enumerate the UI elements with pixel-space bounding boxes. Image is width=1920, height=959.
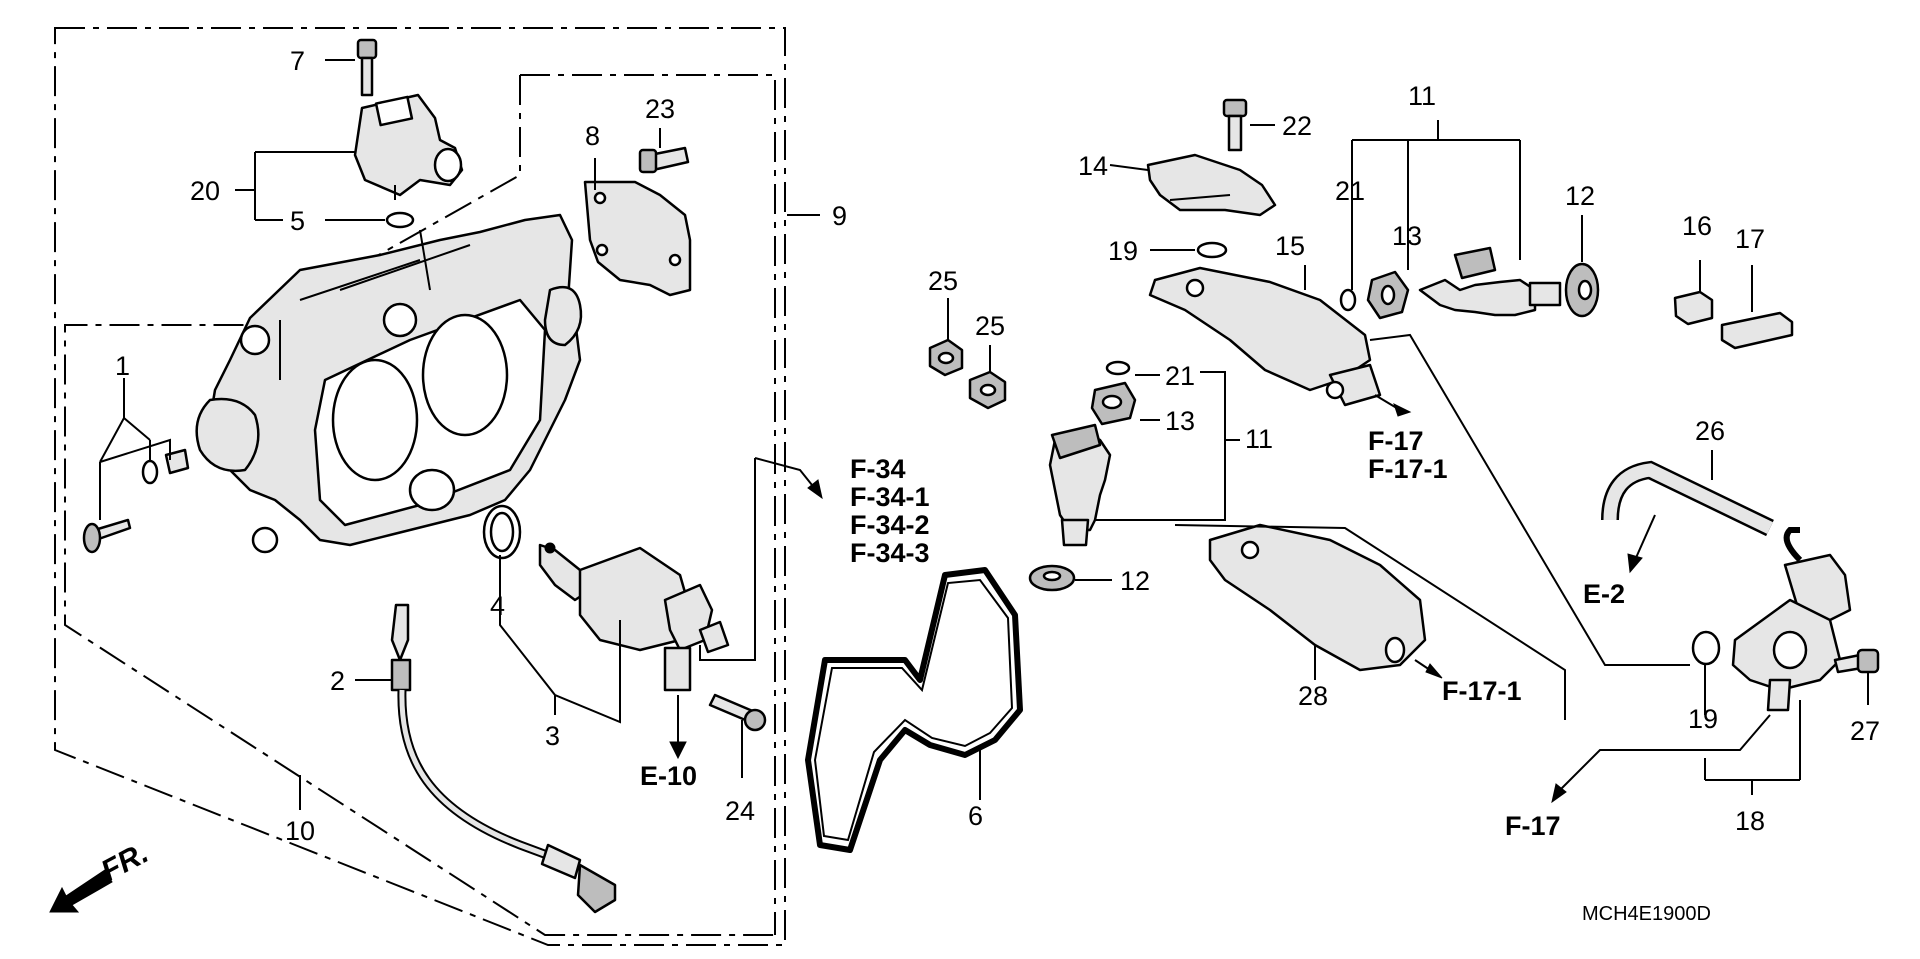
callout-10: 10 (285, 816, 315, 846)
injector-11b (1048, 423, 1112, 547)
ref-f34-1: F-34-1 (850, 482, 930, 512)
cushion-12a (1564, 262, 1600, 318)
nut-25a (928, 338, 964, 377)
callout-9: 9 (832, 201, 847, 231)
iacv-3 (538, 542, 730, 692)
callout-27: 27 (1850, 716, 1880, 746)
callout-24: 24 (725, 796, 755, 826)
callout-26: 26 (1695, 416, 1725, 446)
callout-21a: 21 (1335, 176, 1365, 206)
callout-12b: 12 (1120, 566, 1150, 596)
callout-8: 8 (585, 121, 600, 151)
bolt-23 (638, 146, 690, 174)
bolt-27 (1833, 648, 1880, 674)
callout-20: 20 (190, 176, 220, 206)
callout-15: 15 (1275, 231, 1305, 261)
tube-17 (1720, 311, 1794, 350)
kit-boundary-10 (54, 27, 786, 946)
callout-14: 14 (1078, 151, 1108, 181)
callout-19b: 19 (1688, 704, 1718, 734)
bracket-8 (583, 180, 692, 297)
callout-12a: 12 (1565, 181, 1595, 211)
ref-f17-upper: F-17 (1368, 426, 1424, 456)
callout-23: 23 (645, 94, 675, 124)
callout-11a: 11 (1408, 81, 1436, 111)
washer-19b (1691, 630, 1721, 666)
callout-3: 3 (545, 721, 560, 751)
cover-14 (1146, 153, 1277, 217)
cushion-12b (1028, 564, 1076, 592)
callout-16: 16 (1682, 211, 1712, 241)
callout-28: 28 (1298, 681, 1328, 711)
gasket-6 (805, 567, 1023, 853)
kit-boundary-9 (64, 74, 776, 936)
ref-e10: E-10 (640, 761, 697, 791)
ref-f34-3: F-34-3 (850, 538, 930, 568)
front-arrow: FR. (49, 836, 154, 913)
o-ring-21a (1339, 288, 1357, 312)
cap-16 (1673, 290, 1714, 326)
callout-5: 5 (290, 206, 305, 236)
pressure-regulator-18 (1731, 527, 1852, 712)
washer-19a (1196, 241, 1228, 259)
callout-21b: 21 (1165, 361, 1195, 391)
callout-1: 1 (115, 351, 130, 381)
bolt-7 (356, 38, 378, 97)
callout-25a: 25 (928, 266, 958, 296)
fuel-rail-28 (1208, 523, 1427, 672)
ref-f17-lower: F-17 (1505, 811, 1561, 841)
callout-25b: 25 (975, 311, 1005, 341)
callout-17: 17 (1735, 224, 1765, 254)
callout-11b: 11 (1245, 424, 1273, 454)
callout-6: 6 (968, 801, 983, 831)
sensor-2 (390, 603, 617, 914)
callout-4: 4 (490, 591, 505, 621)
callout-labels: 7 20 5 8 23 9 1 4 2 3 24 10 6 25 25 14 2… (115, 46, 1880, 846)
seal-13b (1090, 381, 1137, 426)
callout-18: 18 (1735, 806, 1765, 836)
nut-25b (968, 370, 1007, 410)
bolt-22 (1222, 98, 1248, 152)
callout-2: 2 (330, 666, 345, 696)
ref-f34-2: F-34-2 (850, 510, 930, 540)
o-ring-5 (385, 211, 415, 229)
leader-lines (99, 59, 1869, 810)
ref-f17-1-lower: F-17-1 (1442, 676, 1522, 706)
injector-11a (1418, 246, 1562, 317)
diagram-code: MCH4E1900D (1582, 903, 1711, 925)
callout-7: 7 (290, 46, 305, 76)
seal-13a (1366, 270, 1410, 320)
callout-19a: 19 (1108, 236, 1138, 266)
throttle-body (195, 213, 583, 554)
ref-e2: E-2 (1583, 579, 1625, 609)
callout-13a: 13 (1392, 221, 1422, 251)
ref-f17-1-upper: F-17-1 (1368, 454, 1448, 484)
callout-22: 22 (1282, 111, 1312, 141)
ref-f34: F-34 (850, 454, 906, 484)
bolt-24 (708, 693, 767, 732)
map-sensor (353, 93, 464, 200)
reference-labels: F-34 F-34-1 F-34-2 F-34-3 E-10 F-17 F-17… (640, 426, 1625, 841)
fuel-rail-15 (1148, 266, 1382, 407)
gasket-4 (482, 504, 522, 560)
screw-1 (82, 448, 190, 554)
o-ring-21b (1105, 360, 1131, 376)
callout-13b: 13 (1165, 406, 1195, 436)
hose-26 (1601, 460, 1774, 537)
